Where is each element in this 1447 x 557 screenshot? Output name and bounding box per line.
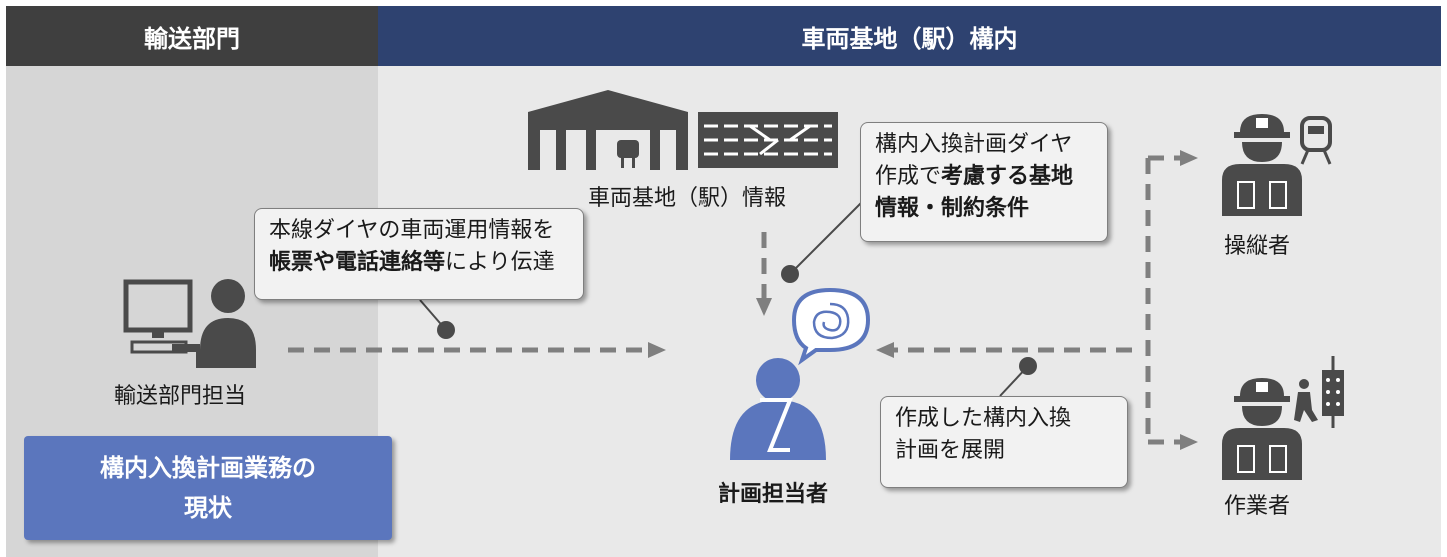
depot-info-label: 車両基地（駅）情報	[588, 186, 787, 211]
header-depot-premises: 車両基地（駅）構内	[378, 6, 1441, 66]
transport-message-bubble: 本線ダイヤの車両運用情報を 帳票や電話連絡等により伝達	[254, 208, 584, 300]
plan-msg-line1: 構内入換計画ダイヤ	[875, 132, 1073, 157]
plan-constraints-bubble: 構内入換計画ダイヤ 作成で考慮する基地 情報・制約条件	[860, 122, 1108, 242]
callout-pointers	[419, 195, 1037, 397]
transport-staff-label: 輸送部門担当	[114, 384, 247, 409]
transport-msg-line1: 本線ダイヤの車両運用情報を	[269, 218, 555, 243]
thought-bubble-icon	[791, 287, 871, 366]
current-status-box: 構内入換計画業務の 現状	[24, 436, 392, 540]
header-transport-department: 輸送部門	[6, 6, 378, 66]
train-icon	[1300, 116, 1332, 165]
planner-person-icon	[730, 358, 826, 460]
arrow-field-to-planner	[876, 150, 1198, 450]
header-left-title: 輸送部門	[144, 24, 240, 53]
transport-msg-rest: により伝達	[445, 250, 555, 275]
transport-msg-bold: 帳票や電話連絡等	[269, 250, 446, 275]
plan-msg-line3-bold: 情報・制約条件	[875, 196, 1030, 221]
control-panel-icon	[1322, 356, 1344, 428]
driver-label: 操縦者	[1224, 234, 1291, 259]
plan-msg-line2-bold: 考慮する基地	[941, 164, 1074, 189]
arrow-transport-to-planner	[288, 342, 666, 358]
track-layout-icon	[698, 112, 838, 168]
deploy-msg-line2: 計画を展開	[895, 438, 1006, 463]
depot-building-icon	[528, 90, 688, 170]
plan-msg-line2-plain: 作成で	[875, 164, 942, 189]
status-line1: 構内入換計画業務の	[100, 454, 316, 482]
header-right-title: 車両基地（駅）構内	[801, 24, 1018, 53]
field-worker-icon	[1222, 378, 1318, 480]
planner-label: 計画担当者	[718, 482, 829, 507]
transport-msg-line2: 帳票や電話連絡等により伝達	[269, 247, 569, 279]
deploy-plan-bubble: 作成した構内入換 計画を展開	[880, 396, 1128, 488]
computer-user-icon	[123, 279, 256, 368]
deploy-msg-line1: 作成した構内入換	[895, 406, 1072, 431]
driver-worker-icon	[1222, 114, 1302, 216]
plan-msg-line3: 情報・制約条件	[875, 193, 1093, 225]
worker-label: 作業者	[1224, 494, 1291, 519]
status-line2: 現状	[184, 494, 232, 522]
arrow-depot-to-planner	[756, 232, 772, 316]
plan-msg-line2: 作成で考慮する基地	[875, 161, 1093, 193]
